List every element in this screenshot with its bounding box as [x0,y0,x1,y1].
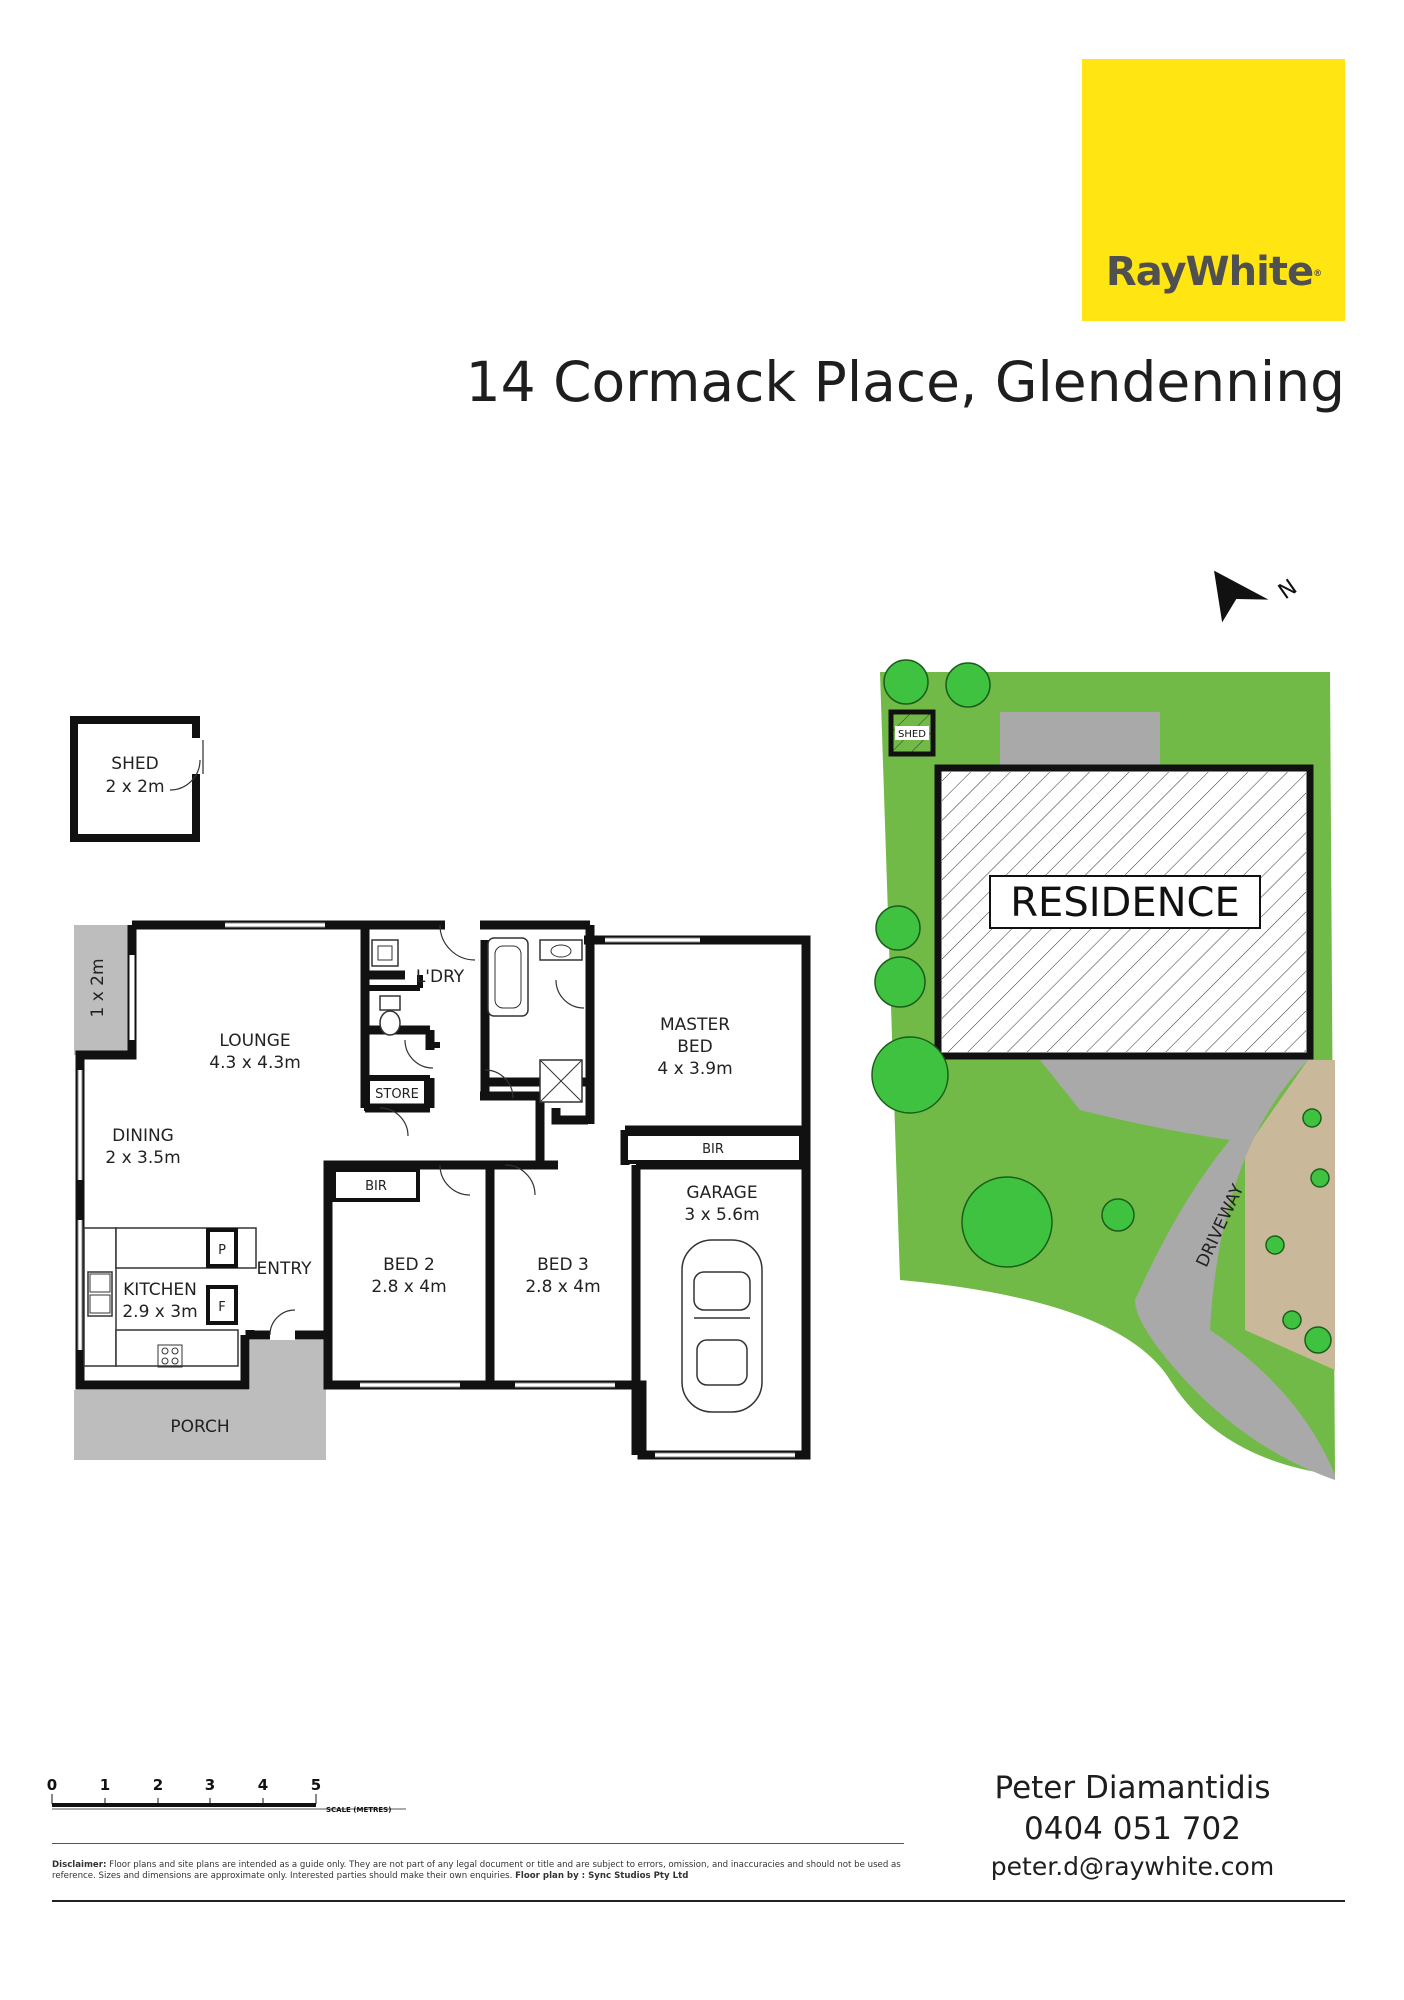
trees [871,659,1332,1354]
shed-label: SHED [111,754,158,774]
scale-tick-3: 3 [205,1776,215,1794]
north-label: N [1274,575,1302,605]
laundry-label: L'DRY [416,967,465,987]
scale-tick-2: 2 [153,1776,163,1794]
porch-area [74,1390,326,1460]
raywhite-logo: RayWhite® [1082,59,1345,321]
bed3-size: 2.8 x 4m [525,1277,600,1297]
side-deck [74,925,132,1055]
kitchen-size: 2.9 x 3m [122,1302,197,1322]
shed-size: 2 x 2m [105,777,164,797]
agent-name: Peter Diamantidis [994,1770,1271,1806]
garage-size: 3 x 5.6m [684,1205,759,1225]
master-size: 4 x 3.9m [657,1059,732,1079]
disclaimer-divider [52,1843,904,1844]
master-label-2: BED [677,1037,713,1057]
scale-bar: 0 1 2 3 4 5 SCALE (METRES) [47,1776,406,1814]
scale-tick-1: 1 [100,1776,110,1794]
bir-master: BIR [702,1142,724,1157]
north-arrow-icon: N [1214,570,1302,623]
fridge-label: F [218,1300,225,1315]
bed3-label: BED 3 [537,1255,589,1275]
entry-label: ENTRY [257,1259,313,1279]
scale-tick-4: 4 [258,1776,268,1794]
car-icon [681,1239,763,1413]
logo-wordmark: RayWhite® [1105,249,1322,295]
disclaimer-text: Floor plans and site plans are intended … [52,1860,901,1881]
agent-phone[interactable]: 0404 051 702 [1024,1811,1241,1847]
lounge-label: LOUNGE [219,1031,290,1051]
site-plan: DRIVEWAY RESIDENCE SHED [871,570,1335,1480]
bathtub [487,937,529,1017]
site-shed-label: SHED [898,729,926,740]
disclaimer: Disclaimer: Floor plans and site plans a… [52,1860,912,1882]
scale-caption: SCALE (METRES) [326,1806,391,1814]
lounge-size: 4.3 x 4.3m [209,1053,301,1073]
bed2-label: BED 2 [383,1255,435,1275]
scale-tick-0: 0 [47,1776,57,1794]
pantry-label: P [218,1243,226,1258]
dining-label: DINING [112,1126,174,1146]
master-label-1: MASTER [660,1015,730,1035]
store-label: STORE [375,1087,419,1102]
floorplan-credit: Floor plan by : Sync Studios Pty Ltd [515,1871,689,1881]
agent-email[interactable]: peter.d@raywhite.com [990,1852,1275,1881]
floor-plan: SHED 2 x 2m 1 x 2m PORCH [70,716,811,1460]
garage-label: GARAGE [686,1183,757,1203]
bir-bed2: BIR [365,1179,387,1194]
toilet [379,995,401,1011]
porch-label: PORCH [170,1417,229,1437]
property-address: 14 Cormack Place, Glendenning [465,350,1345,414]
floor-plan-and-site-plan: SHED 2 x 2m 1 x 2m PORCH [70,570,1335,1480]
footer-divider [52,1900,1345,1902]
side-deck-size: 1 x 2m [88,958,108,1017]
house-walls [75,920,811,1460]
residence-label: RESIDENCE [1010,880,1239,926]
disclaimer-label: Disclaimer: [52,1860,107,1870]
shed-plan: SHED 2 x 2m [70,716,204,842]
dining-size: 2 x 3.5m [105,1148,180,1168]
driveway [1040,1060,1335,1480]
kitchen-label: KITCHEN [123,1280,197,1300]
bed2-size: 2.8 x 4m [371,1277,446,1297]
scale-tick-5: 5 [311,1776,321,1794]
